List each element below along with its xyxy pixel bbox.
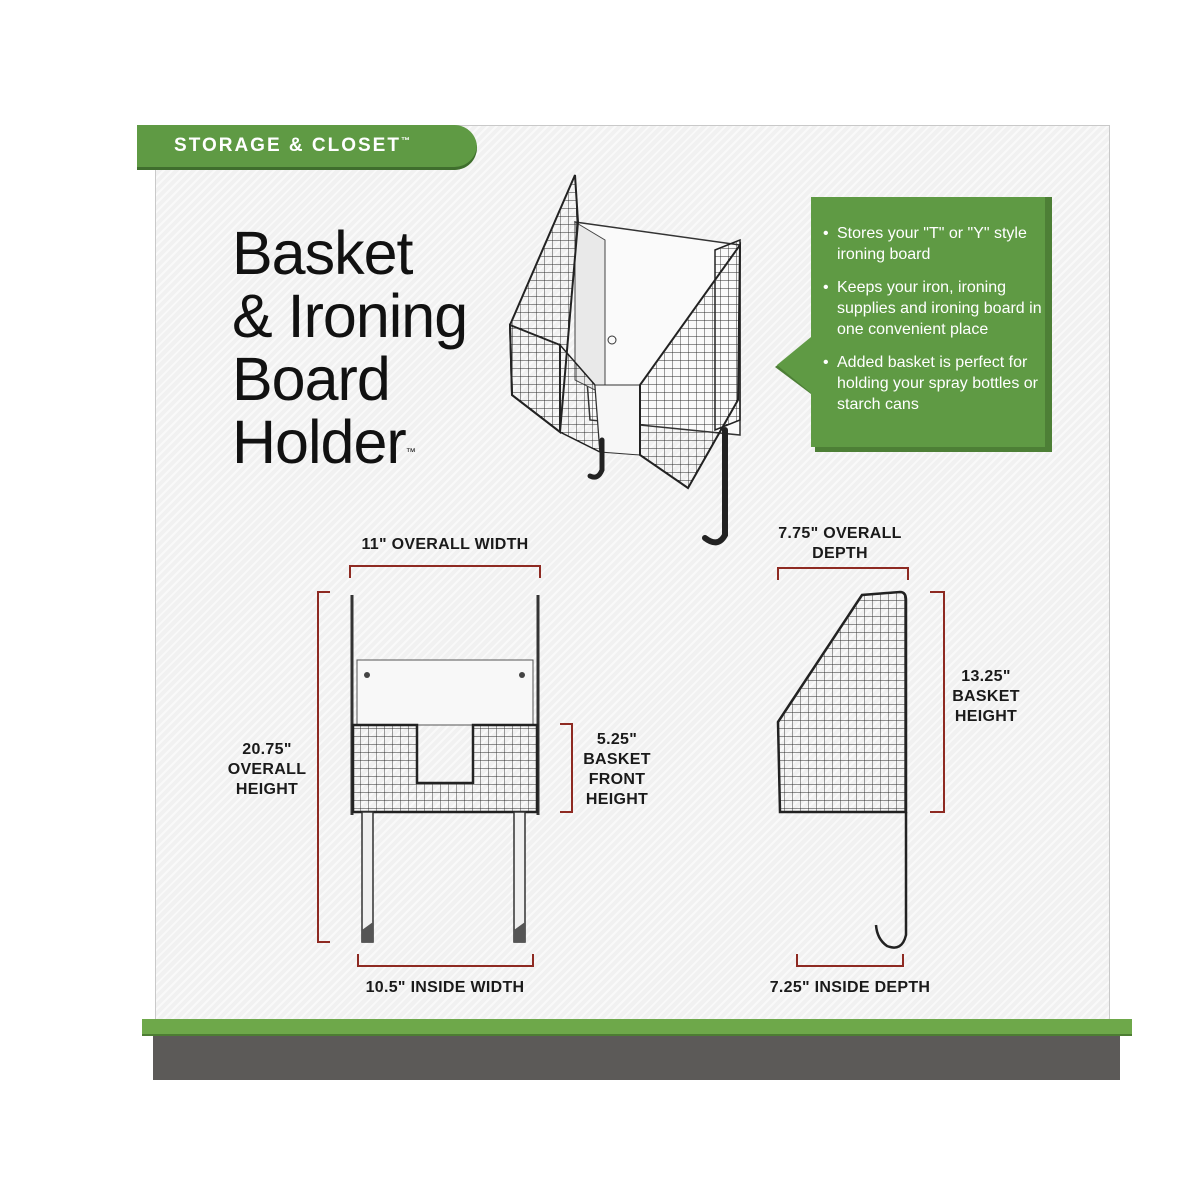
title-line-1: Basket — [232, 219, 414, 287]
feature-list: Stores your "T" or "Y" style ironing boa… — [823, 223, 1045, 427]
overall-depth-label: 7.75" OVERALL DEPTH — [778, 525, 902, 562]
feature-item: Stores your "T" or "Y" style ironing boa… — [823, 223, 1045, 265]
front-view-drawing — [350, 595, 540, 943]
basket-height-label: 13.25" BASKET HEIGHT — [952, 668, 1020, 725]
shelf-base — [153, 1036, 1120, 1080]
brand-tab-label: STORAGE & CLOSET™ — [174, 135, 410, 156]
title-line-3: Board — [232, 345, 391, 413]
feature-item: Keeps your iron, ironing supplies and ir… — [823, 277, 1045, 340]
inside-width-label: 10.5" INSIDE WIDTH — [365, 979, 525, 996]
product-illustration — [508, 174, 742, 546]
overall-height-label: 20.75" OVERALL HEIGHT — [227, 741, 307, 798]
feature-callout: Stores your "T" or "Y" style ironing boa… — [775, 197, 1052, 452]
basket-front-height-label: 5.25" BASKET FRONT HEIGHT — [583, 731, 651, 808]
product-title: Basket & Ironing Board Holder™ — [232, 219, 468, 476]
overall-width-label: 11" OVERALL WIDTH — [361, 536, 529, 553]
shelf-edge — [142, 1019, 1132, 1036]
inside-depth-label: 7.25" INSIDE DEPTH — [769, 979, 931, 996]
title-line-2: & Ironing — [232, 282, 468, 350]
brand-tab: STORAGE & CLOSET™ — [137, 125, 477, 170]
title-line-4: Holder™ — [232, 408, 416, 476]
feature-item: Added basket is perfect for holding your… — [823, 352, 1045, 415]
dimension-lines — [317, 565, 945, 967]
side-view-drawing — [776, 590, 908, 949]
